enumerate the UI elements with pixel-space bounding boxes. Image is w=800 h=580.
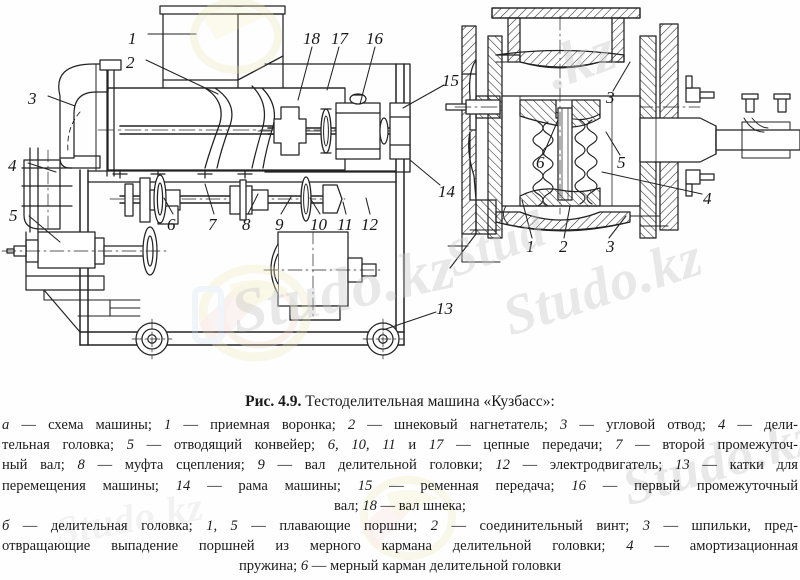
caption-ref-number: 18 [362, 497, 377, 514]
caption-ref-number: 6, 10, 11 [327, 437, 396, 454]
callout-1: 1 [128, 29, 137, 48]
caption-text: отвращающие выпадение поршней из мерного… [2, 538, 627, 555]
callout-7: 7 [208, 215, 218, 234]
caption-ref-number: 2 [347, 417, 356, 433]
caption-text: — соединительный винт; [438, 518, 643, 535]
callout-5: 5 [9, 206, 18, 225]
caption-ref-number: а [2, 417, 10, 433]
callout-10: 10 [310, 215, 328, 234]
caption-ref-number: 2 [430, 518, 439, 535]
callout-15: 15 [442, 71, 459, 90]
figure-title: Рис. 4.9. Тестоделительная машина «Кузба… [0, 392, 800, 412]
caption-ref-number: 15 [357, 477, 373, 494]
caption-line: вал; 18 — вал шнека; [2, 496, 798, 516]
caption-ref-number: 17 [428, 437, 444, 454]
callout-b-3: 3 [605, 237, 615, 256]
callout-14: 14 [438, 182, 456, 201]
caption-text: — мерный карман делительной головки [308, 558, 562, 575]
callout-b-4: 4 [703, 189, 712, 208]
caption-line: ный вал; 8 — муфта сцепления; 9 — вал де… [2, 455, 798, 475]
caption-ref-number: 7 [615, 437, 623, 454]
caption-ref-number: 6 [300, 558, 309, 575]
caption-text: тельная головка; [2, 437, 127, 454]
caption-text: — второй промежуточ- [622, 437, 798, 454]
caption-text: ный вал; [2, 457, 78, 474]
caption-body: а — схема машины; 1 — приемная воронка; … [0, 415, 800, 577]
caption-line: перемещения машины; 14 — рама машины; 15… [2, 476, 798, 496]
callout-b-3-top: 3 [605, 88, 615, 107]
caption-ref-number: 8 [77, 457, 85, 474]
caption-text: — плавающие поршни; [237, 518, 431, 535]
caption-ref-number: 5 [126, 437, 134, 454]
caption-ref-number: 16 [571, 477, 586, 494]
callout-9: 9 [275, 215, 284, 234]
caption-text: — делительная головка; [9, 518, 207, 535]
caption-ref-number: 1, 5 [206, 518, 238, 535]
caption-text: — первый промежуточный [585, 477, 798, 494]
callout-8: 8 [242, 215, 251, 234]
caption-ref-number: 1 [164, 417, 172, 433]
caption-ref-number: 3 [642, 518, 651, 535]
caption-ref-number: б [2, 518, 10, 535]
callout-18: 18 [303, 29, 321, 48]
callout-b-6: 6 [536, 153, 545, 172]
caption-line: пружина; 6 — мерный карман делительной г… [2, 556, 798, 576]
caption-text: вал; [334, 497, 363, 514]
callout-3: 3 [27, 89, 37, 108]
callout-b-5: 5 [617, 153, 626, 172]
caption-text: — схема машины; [9, 417, 164, 433]
caption-line: б — делительная головка; 1, 5 — плавающи… [2, 516, 798, 536]
caption-ref-number: 3 [560, 417, 568, 433]
callout-4: 4 [8, 156, 17, 175]
caption-text: — шнековый нагнетатель; [355, 417, 560, 433]
technical-figure: 1 2 3 4 5 6 7 8 9 10 11 12 13 14 15 16 1… [1, 5, 800, 360]
caption-text: и [395, 437, 429, 454]
caption-text: — вал делительной головки; [264, 457, 496, 474]
caption-text: — катки для [689, 457, 798, 474]
callout-6: 6 [167, 215, 176, 234]
caption-text: — угловой отвод; [567, 417, 719, 433]
figure-title-text: Тестоделительная машина «Кузбасс»: [301, 393, 555, 410]
caption-text: — ременная передача; [372, 477, 572, 494]
caption-text: — вал шнека; [376, 497, 466, 514]
caption-text: — амортизационная [633, 538, 798, 555]
caption-ref-number: 4 [626, 538, 634, 555]
caption-text: — приемная воронка; [171, 417, 348, 433]
caption-line: отвращающие выпадение поршней из мерного… [2, 536, 798, 556]
callout-b-1: 1 [526, 237, 535, 256]
caption-text: — муфта сцепления; [84, 457, 258, 474]
caption-ref-number: 12 [495, 457, 510, 474]
figure-caption: Рис. 4.9. Тестоделительная машина «Кузба… [0, 392, 800, 577]
caption-ref-number: 9 [257, 457, 265, 474]
caption-line: а — схема машины; 1 — приемная воронка; … [2, 415, 798, 435]
figure-number: Рис. 4.9. [245, 393, 302, 410]
callout-11: 11 [337, 215, 353, 234]
caption-line: тельная головка; 5 — отводящий конвейер;… [2, 435, 798, 455]
caption-ref-number: 13 [675, 457, 690, 474]
caption-text: — электродвигатель; [509, 457, 676, 474]
callout-12: 12 [361, 215, 379, 234]
caption-ref-number: 14 [175, 477, 191, 494]
caption-ref-number: 4 [718, 417, 726, 433]
caption-text: перемещения машины; [2, 477, 176, 494]
caption-text: пружина; [238, 558, 301, 575]
caption-text: — дели- [725, 417, 798, 433]
callout-16: 16 [366, 29, 384, 48]
caption-text: — шпильки, пред- [650, 518, 798, 535]
callout-17: 17 [331, 29, 350, 48]
caption-text: — отводящий конвейер; [134, 437, 328, 454]
callout-13: 13 [436, 299, 453, 318]
callout-b-2: 2 [559, 237, 568, 256]
caption-text: — рама машины; [190, 477, 358, 494]
caption-text: — цепные передачи; [443, 437, 616, 454]
callout-2: 2 [126, 53, 135, 72]
